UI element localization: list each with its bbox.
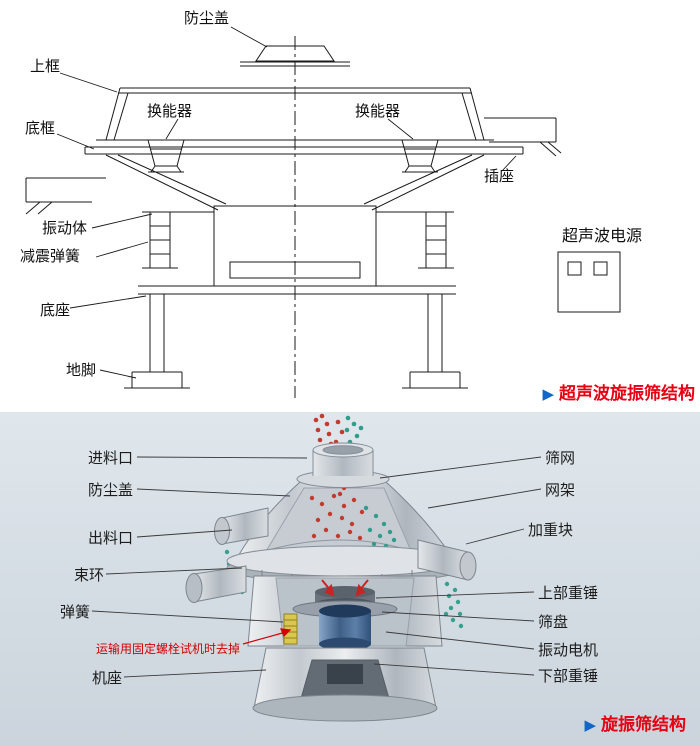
machine-illustration — [91, 413, 542, 722]
label-machine-base: 机座 — [92, 670, 123, 687]
caption-text: 超声波旋振筛结构 — [559, 384, 695, 403]
label-lower-weight: 下部重锤 — [538, 668, 599, 685]
anchor-foot-shape — [124, 371, 468, 389]
leader-lines — [56, 26, 517, 379]
warning-leader-arrow — [242, 628, 292, 645]
vibration-motor-shape — [319, 604, 371, 651]
label-transducer-right: 换能器 — [355, 103, 401, 120]
label-ultrasonic-power: 超声波电源 — [562, 228, 643, 245]
feed-inlet-shape — [296, 442, 390, 488]
label-clamp-ring: 束环 — [74, 567, 105, 584]
label-outlet: 出料口 — [88, 530, 134, 547]
label-upper-frame: 上框 — [30, 58, 61, 75]
label-weight-block: 加重块 — [528, 522, 574, 539]
label-transducer-left: 换能器 — [147, 103, 193, 120]
flow-arrows — [321, 579, 369, 597]
caption-rotary-structure: ▶ 旋振筛结构 — [584, 710, 686, 735]
ultrasonic-schematic-section: 防尘盖 上框 换能器 换能器 底框 插座 振动体 减震弹簧 超声波电源 底座 地… — [20, 10, 695, 404]
label-bottom-frame: 底框 — [25, 120, 56, 137]
dome-particles-red — [309, 479, 365, 541]
funnel-shape — [105, 154, 485, 211]
caption-arrow-icon: ▶ — [542, 386, 554, 403]
caption-ultrasonic-structure: ▶ 超声波旋振筛结构 — [542, 379, 695, 404]
label-damping-spring: 减震弹簧 — [20, 248, 81, 265]
dome-particles-green — [363, 505, 397, 549]
outlet-spout-shape — [214, 507, 269, 545]
transducer-right-shape — [401, 139, 439, 173]
label-vibration-motor: 振动电机 — [538, 642, 599, 659]
label-feed-inlet: 进料口 — [88, 450, 134, 467]
label-vibrating-body: 振动体 — [42, 220, 88, 237]
label-spring: 弹簧 — [60, 604, 91, 621]
leader-lines — [91, 456, 542, 678]
caption-text: 旋振筛结构 — [601, 715, 686, 734]
left-mount-bracket-shape — [25, 177, 106, 215]
damping-spring-right-shape — [376, 211, 454, 269]
caption-arrow-icon: ▶ — [584, 717, 596, 734]
ultrasonic-power-box-shape — [557, 251, 621, 313]
label-base: 底座 — [40, 302, 71, 319]
label-socket: 插座 — [484, 168, 515, 185]
label-sieve-plate: 筛盘 — [538, 614, 569, 631]
schematic-drawing — [25, 26, 621, 398]
label-mesh-frame: 网架 — [545, 482, 576, 499]
machine-base-shape — [252, 647, 438, 722]
dust-cover-dome — [235, 481, 455, 561]
base-shape — [138, 285, 456, 372]
label-dust-cover-3d: 防尘盖 — [88, 482, 134, 499]
damping-spring-left-shape — [142, 211, 214, 269]
label-anchor-foot: 地脚 — [66, 362, 97, 379]
lower-spout-shape — [185, 565, 247, 603]
socket-bracket-shape — [484, 117, 562, 157]
right-spout-shape — [417, 539, 477, 581]
label-upper-weight: 上部重锤 — [538, 585, 599, 602]
rotary-sieve-section: 进料口 防尘盖 出料口 束环 弹簧 运输用固定螺栓试机时去掉 机座 筛网 网架 … — [0, 412, 700, 746]
right-spout-particles — [443, 581, 464, 629]
label-screen-mesh: 筛网 — [545, 450, 576, 467]
dust-cover-shape — [240, 45, 350, 67]
label-transport-warning: 运输用固定螺栓试机时去掉 — [96, 642, 241, 656]
upper-frame-shape — [105, 87, 485, 141]
transducer-left-shape — [147, 139, 185, 173]
label-dust-cover: 防尘盖 — [184, 10, 230, 27]
